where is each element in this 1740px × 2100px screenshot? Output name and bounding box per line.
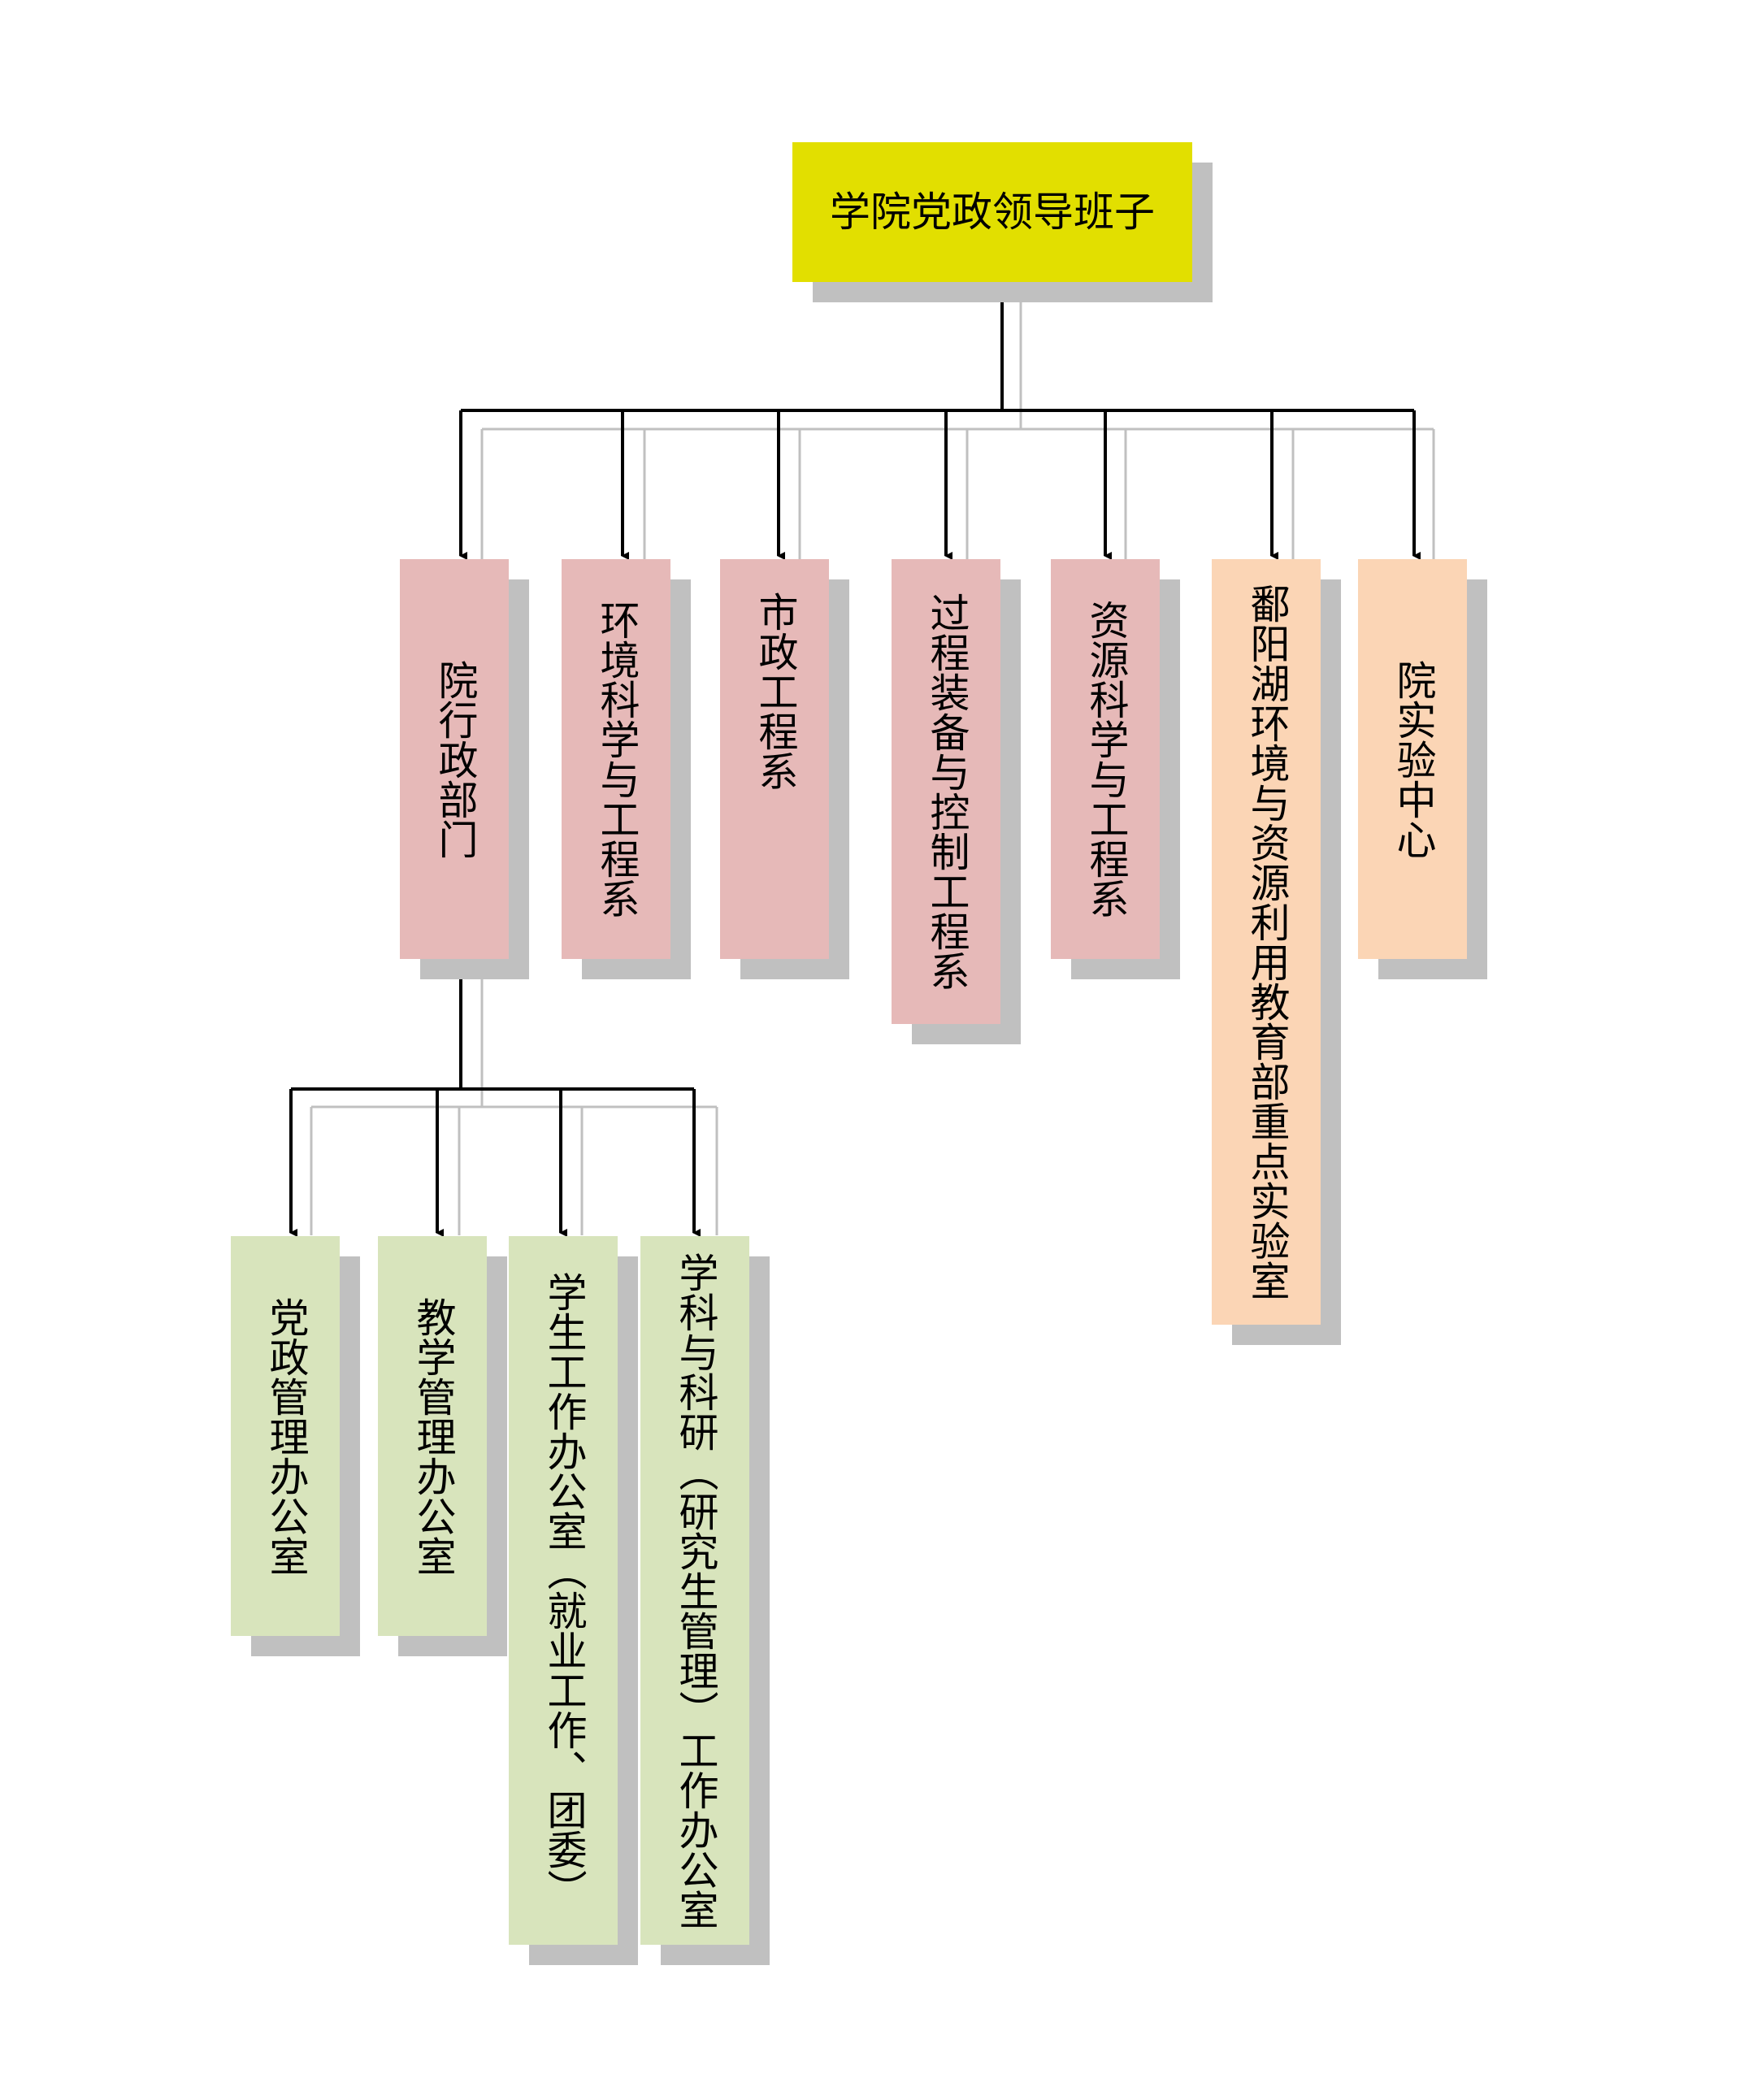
dept-resource-label: 资源科学与工程系 bbox=[1083, 600, 1130, 918]
root-label: 学院党政领导班子 bbox=[830, 189, 1155, 236]
office-research-label: 学科与科研（研究生管理）工作办公室 bbox=[672, 1252, 719, 1929]
dept-labcenter-node: 院实验中心 bbox=[1358, 559, 1467, 959]
office-party-node: 党政管理办公室 bbox=[231, 1236, 340, 1636]
dept-env-node: 环境科学与工程系 bbox=[562, 559, 670, 959]
dept-poyang-node: 鄱阳湖环境与资源利用教育部重点实验室 bbox=[1212, 559, 1321, 1325]
office-party-label: 党政管理办公室 bbox=[263, 1296, 310, 1576]
office-teaching-label: 教学管理办公室 bbox=[410, 1296, 457, 1576]
root-node: 学院党政领导班子 bbox=[792, 142, 1192, 282]
dept-env-label: 环境科学与工程系 bbox=[593, 600, 640, 918]
dept-admin-node: 院行政部门 bbox=[400, 559, 509, 959]
dept-resource-node: 资源科学与工程系 bbox=[1051, 559, 1160, 959]
dept-process-node: 过程装备与控制工程系 bbox=[892, 559, 1000, 1024]
office-student-node: 学生工作办公室（就业工作、团委） bbox=[509, 1236, 618, 1945]
office-student-label: 学生工作办公室（就业工作、团委） bbox=[540, 1272, 588, 1909]
dept-municipal-node: 市政工程系 bbox=[720, 559, 829, 959]
dept-poyang-label: 鄱阳湖环境与资源利用教育部重点实验室 bbox=[1243, 584, 1291, 1300]
dept-process-label: 过程装备与控制工程系 bbox=[923, 592, 970, 991]
office-teaching-node: 教学管理办公室 bbox=[378, 1236, 487, 1636]
dept-labcenter-label: 院实验中心 bbox=[1390, 659, 1437, 859]
office-research-node: 学科与科研（研究生管理）工作办公室 bbox=[640, 1236, 749, 1945]
connector-lines bbox=[289, 280, 1421, 1237]
connector-shadows bbox=[310, 289, 1435, 1235]
dept-municipal-label: 市政工程系 bbox=[752, 592, 799, 791]
dept-admin-label: 院行政部门 bbox=[432, 659, 479, 859]
